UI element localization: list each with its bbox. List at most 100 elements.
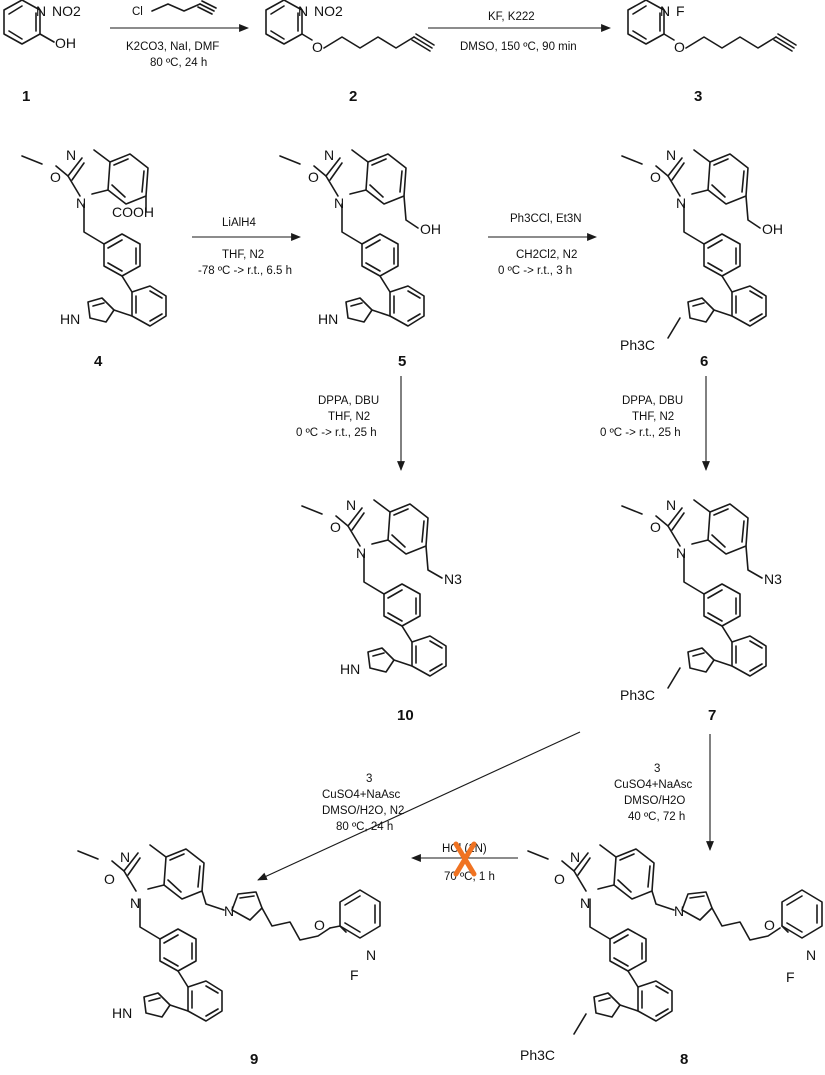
cond-r4-line1: Ph3CCl, Et3N [510,213,582,225]
compound-label-1: 1 [22,88,30,105]
compound-3-structure [627,0,797,52]
arrow-7-to-9 [257,731,581,881]
compound-5-structure [279,149,425,327]
atom-n: N [674,903,684,919]
atom-n: N [366,947,376,963]
cond-r9-line2: 70 ºC, 1 h [444,871,495,883]
cond-r2-line2: DMSO, 150 ºC, 90 min [460,41,577,53]
atom-o: O [674,39,685,55]
atom-hn: HN [318,311,338,327]
cond-r3-line2: THF, N2 [222,249,264,261]
compound-label-6: 6 [700,353,708,370]
atom-oh: OH [420,221,441,237]
atom-o: O [764,917,775,933]
cond-r6-line1: DPPA, DBU [622,395,683,407]
cond-r6-line3: 0 ºC -> r.t., 25 h [600,427,681,439]
atom-n: N [676,195,686,211]
cond-r4-line3: 0 ºC -> r.t., 3 h [498,265,572,277]
cond-r7-line0: 3 [366,773,372,785]
cond-r3-line3: -78 ºC -> r.t., 6.5 h [198,265,292,277]
atom-oh: OH [55,35,76,51]
cond-r7-line2: DMSO/H2O, N2 [322,805,404,817]
compound-label-5: 5 [398,353,406,370]
compound-6-structure [621,149,767,339]
atom-hn: HN [112,1005,132,1021]
atom-n3: N3 [444,571,462,587]
cond-r8-line0: 3 [654,763,660,775]
atom-cooh: COOH [112,204,154,220]
compound-label-10: 10 [397,707,414,724]
atom-f: F [676,3,685,19]
atom-n: N [570,849,580,865]
atom-n: N [666,147,676,163]
cond-r9-line1: HCl (1N) [442,843,487,855]
compound-1-structure [3,0,55,45]
atom-o: O [104,871,115,887]
atom-n: N [130,895,140,911]
cond-r8-line2: DMSO/H2O [624,795,685,807]
compound-label-4: 4 [94,353,103,370]
atom-n: N [676,545,686,561]
compound-label-8: 8 [680,1051,688,1068]
atom-n: N [324,147,334,163]
atom-n: N [356,545,366,561]
atom-ph3c: Ph3C [620,687,655,703]
compound-2-structure [265,0,435,52]
compound-label-7: 7 [708,707,716,724]
atom-ph3c: Ph3C [520,1047,555,1063]
atom-o: O [554,871,565,887]
atom-no2: NO2 [314,3,343,19]
compound-7-structure [621,499,767,689]
atom-n: N [298,3,308,19]
atom-hn: HN [340,661,360,677]
atom-n: N [120,849,130,865]
cond-r5-line3: 0 ºC -> r.t., 25 h [296,427,377,439]
blocked-reaction-cross-icon [453,841,477,877]
atom-n: N [334,195,344,211]
atom-n: N [660,3,670,19]
compound-8-structure [527,844,823,1035]
atom-ph3c: Ph3C [620,337,655,353]
cond-r1-line1: K2CO3, NaI, DMF [126,41,219,53]
cond-r1-chain [151,3,201,12]
atom-n: N [806,947,816,963]
atom-o: O [314,917,325,933]
atom-hn: HN [60,311,80,327]
atom-f: F [350,967,359,983]
cond-r7-line3: 80 ºC, 24 h [336,821,393,833]
atom-n: N [666,497,676,513]
cond-r7-line1: CuSO4+NaAsc [322,789,401,801]
atom-f: F [786,969,795,985]
cond-r6-line2: THF, N2 [632,411,674,423]
atom-n3: N3 [764,571,782,587]
atom-n: N [580,895,590,911]
compound-10-structure [301,499,447,677]
compound-label-9: 9 [250,1051,258,1068]
cond-r4-line2: CH2Cl2, N2 [516,249,577,261]
atom-oh: OH [762,221,783,237]
atom-o: O [50,169,61,185]
compound-9-structure [77,844,381,1022]
compound-4-structure [21,149,167,327]
cond-r1-triple [197,0,217,15]
atom-n: N [36,3,46,19]
cond-r5-line2: THF, N2 [328,411,370,423]
atom-n: N [224,903,234,919]
cond-r8-line1: CuSO4+NaAsc [614,779,693,791]
atom-o: O [650,519,661,535]
atom-o: O [312,39,323,55]
cond-r3-line1: LiAlH4 [222,217,256,229]
cond-r2-line1: KF, K222 [488,11,535,23]
compound-label-2: 2 [349,88,357,105]
cond-r1-line2: 80 ºC, 24 h [150,57,207,69]
atom-o: O [650,169,661,185]
atom-n: N [66,147,76,163]
cond-r8-line3: 40 ºC, 72 h [628,811,685,823]
cond-r1-cl: Cl [132,6,143,18]
cond-r5-line1: DPPA, DBU [318,395,379,407]
atom-o: O [330,519,341,535]
atom-o: O [308,169,319,185]
atom-n: N [346,497,356,513]
